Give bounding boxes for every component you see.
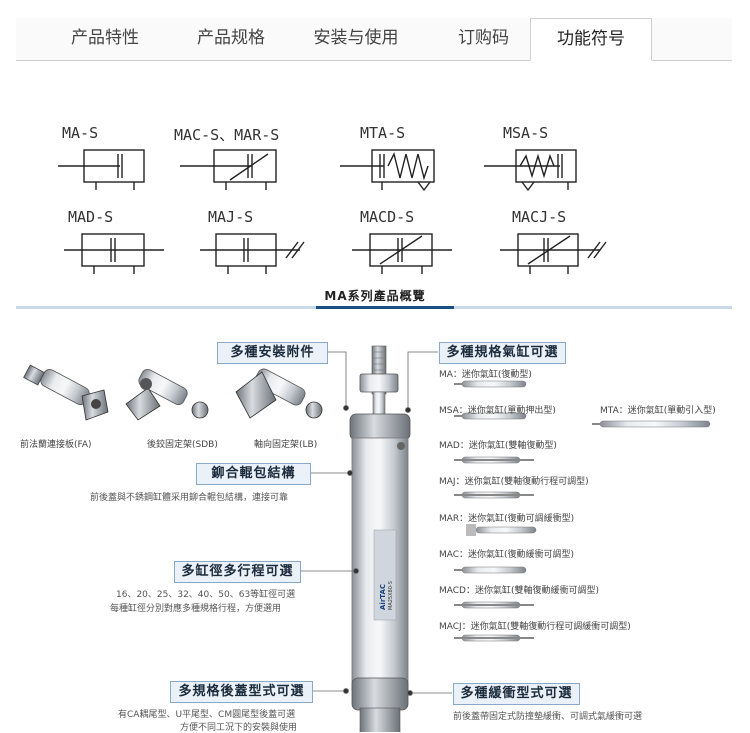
symbol-label-maj-s: MAJ-S [208,208,254,226]
model-macd: MACD：迷你氣缸(雙軸復動緩衝可調型) [439,586,600,596]
model-ma: MA：迷你氣缸(復動型) [439,370,532,380]
feature-riveted-structure: 鉚合輥包結構 [196,463,311,485]
symbol-label-mta-s: MTA-S [360,124,406,142]
cylinder-illustration: AirTAC MA25X80-S [23,345,711,732]
symbol-label-macd-s: MACD-S [360,208,415,226]
feature-install-accessories: 多種安裝附件 [217,342,328,364]
tab-bar: 产品特性 产品规格 安装与使用 订购码 功能符号 [16,18,732,61]
feature-rear-cover: 多規格後蓋型式可選 [170,681,313,703]
section-divider-accent [316,306,454,309]
accessory-fa [23,364,109,421]
feature-multi-spec: 多種規格氣缸可選 [439,342,566,364]
feature-riveted-desc: 前後蓋與不銹鋼缸體采用鉚合輥包結構，連接可靠 [90,493,289,503]
symbol-label-mad-s: MAD-S [68,208,114,226]
feature-cushion-desc: 前後蓋帶固定式防撞墊緩衝、可調式氣緩衝可選 [453,712,643,722]
tab-product-specs[interactable]: 产品规格 [197,28,265,48]
symbol-label-macj-s: MACJ-S [512,208,567,226]
accessory-sdb [125,369,209,421]
model-mar: MAR：迷你氣缸(復動可調緩衝型) [439,514,575,524]
model-mad: MAD：迷你氣缸(雙軸復動型) [439,441,557,451]
tab-function-symbols[interactable]: 功能符号 [530,18,652,61]
tab-product-features[interactable]: 产品特性 [71,28,139,48]
feature-rear-cover-desc2: 方便不同工況下的安裝與使用 [180,723,298,733]
symbol-label-msa-s: MSA-S [503,124,549,142]
tab-install-use[interactable]: 安装与使用 [313,28,399,48]
symbol-label-ma-s: MA-S [62,124,99,142]
function-symbols-diagram [58,149,607,274]
feature-multi-bore: 多缸徑多行程可選 [174,561,301,583]
symbol-label-mac-s: MAC-S、MAR-S [174,126,280,144]
cylinder-model-text: MA25X80-S [388,581,394,610]
model-mac: MAC：迷你氣缸(復動緩衝可調型) [439,550,575,560]
accessory-lb [235,368,323,419]
cylinder-brand-text: AirTAC [379,584,387,610]
accessory-label-sdb: 後鉸固定架(SDB) [147,440,218,450]
model-mta: MTA：迷你氣缸(單動引入型) [600,406,716,416]
tab-order-code[interactable]: 订购码 [458,28,509,48]
feature-rear-cover-desc1: 有CA耦尾型、U平尾型、CM圓尾型後蓋可選 [118,710,296,720]
feature-multi-bore-desc2: 每種缸徑分別對應多種規格行程，方便選用 [110,604,282,614]
mini-cylinders [454,380,711,642]
model-msa: MSA：迷你氣缸(單動押出型) [439,406,556,416]
accessory-label-lb: 軸向固定架(LB) [254,440,318,450]
feature-cushion: 多種緩衝型式可選 [453,683,580,705]
model-macj: MACJ：迷你氣缸(雙軸復動行程可調緩衝可調型) [439,622,631,632]
feature-multi-bore-desc1: 16、20、25、32、40、50、63等缸徑可選 [116,590,296,600]
model-maj: MAJ：迷你氣缸(雙軸復動行程可調型) [439,477,589,487]
accessory-label-fa: 前法蘭連接板(FA) [20,440,92,450]
section-title: MA系列產品概覽 [324,289,426,303]
